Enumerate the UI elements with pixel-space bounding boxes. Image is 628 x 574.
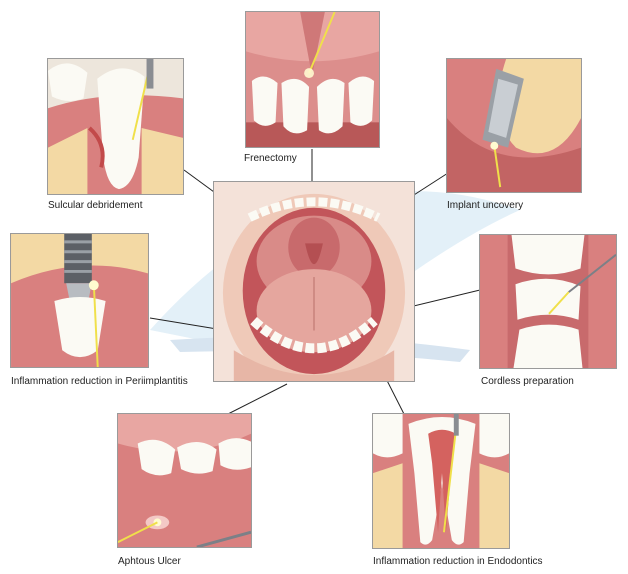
label-periimplantitis: Inflammation reduction in Periimplantiti…	[11, 376, 188, 387]
panel-periimplantitis	[10, 233, 149, 368]
panel-cordless-preparation	[479, 234, 617, 369]
label-aphtous-ulcer: Aphtous Ulcer	[118, 556, 181, 567]
panel-aphtous-ulcer	[117, 413, 252, 548]
frenectomy-illustration	[246, 12, 379, 147]
periimplantitis-illustration	[11, 234, 148, 367]
label-endodontics: Inflammation reduction in Endodontics	[373, 556, 543, 567]
label-frenectomy: Frenectomy	[244, 153, 297, 164]
cordless-preparation-illustration	[480, 235, 616, 368]
label-sulcular-debridement: Sulcular debridement	[48, 200, 143, 211]
open-mouth-illustration	[214, 182, 414, 381]
sulcular-debridement-illustration	[48, 59, 183, 194]
panel-sulcular-debridement	[47, 58, 184, 195]
label-cordless-preparation: Cordless preparation	[481, 376, 574, 387]
endodontics-illustration	[373, 414, 509, 548]
panel-implant-uncovery	[446, 58, 582, 193]
aphtous-ulcer-illustration	[118, 414, 251, 547]
panel-endodontics	[372, 413, 510, 549]
panel-frenectomy	[245, 11, 380, 148]
implant-uncovery-illustration	[447, 59, 581, 192]
panel-mouth-center	[213, 181, 415, 382]
label-implant-uncovery: Implant uncovery	[447, 200, 524, 211]
